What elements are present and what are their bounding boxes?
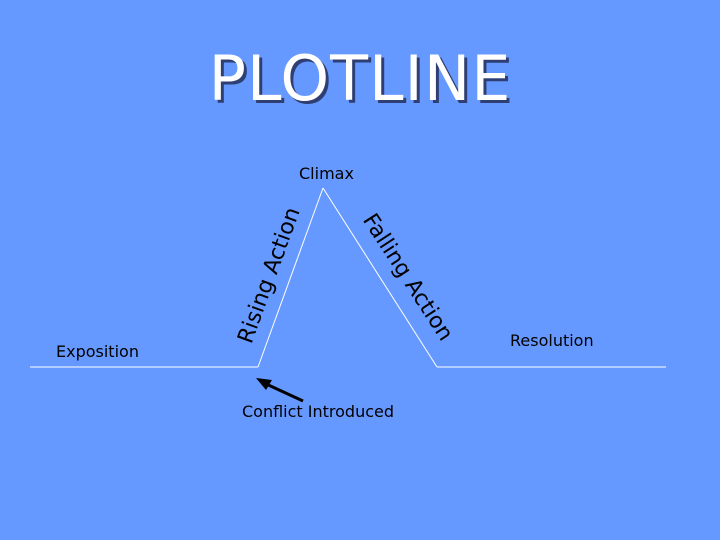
falling-action-line <box>322 187 438 368</box>
resolution-label: Resolution <box>510 331 594 350</box>
conflict-arrow-head <box>256 378 272 390</box>
climax-label: Climax <box>299 164 354 183</box>
slide-title: PLOTLINE <box>208 42 512 115</box>
conflict-introduced-label: Conflict Introduced <box>242 402 395 421</box>
exposition-label: Exposition <box>56 342 139 361</box>
rising-action-line <box>257 187 324 368</box>
conflict-arrow-line <box>263 381 304 403</box>
